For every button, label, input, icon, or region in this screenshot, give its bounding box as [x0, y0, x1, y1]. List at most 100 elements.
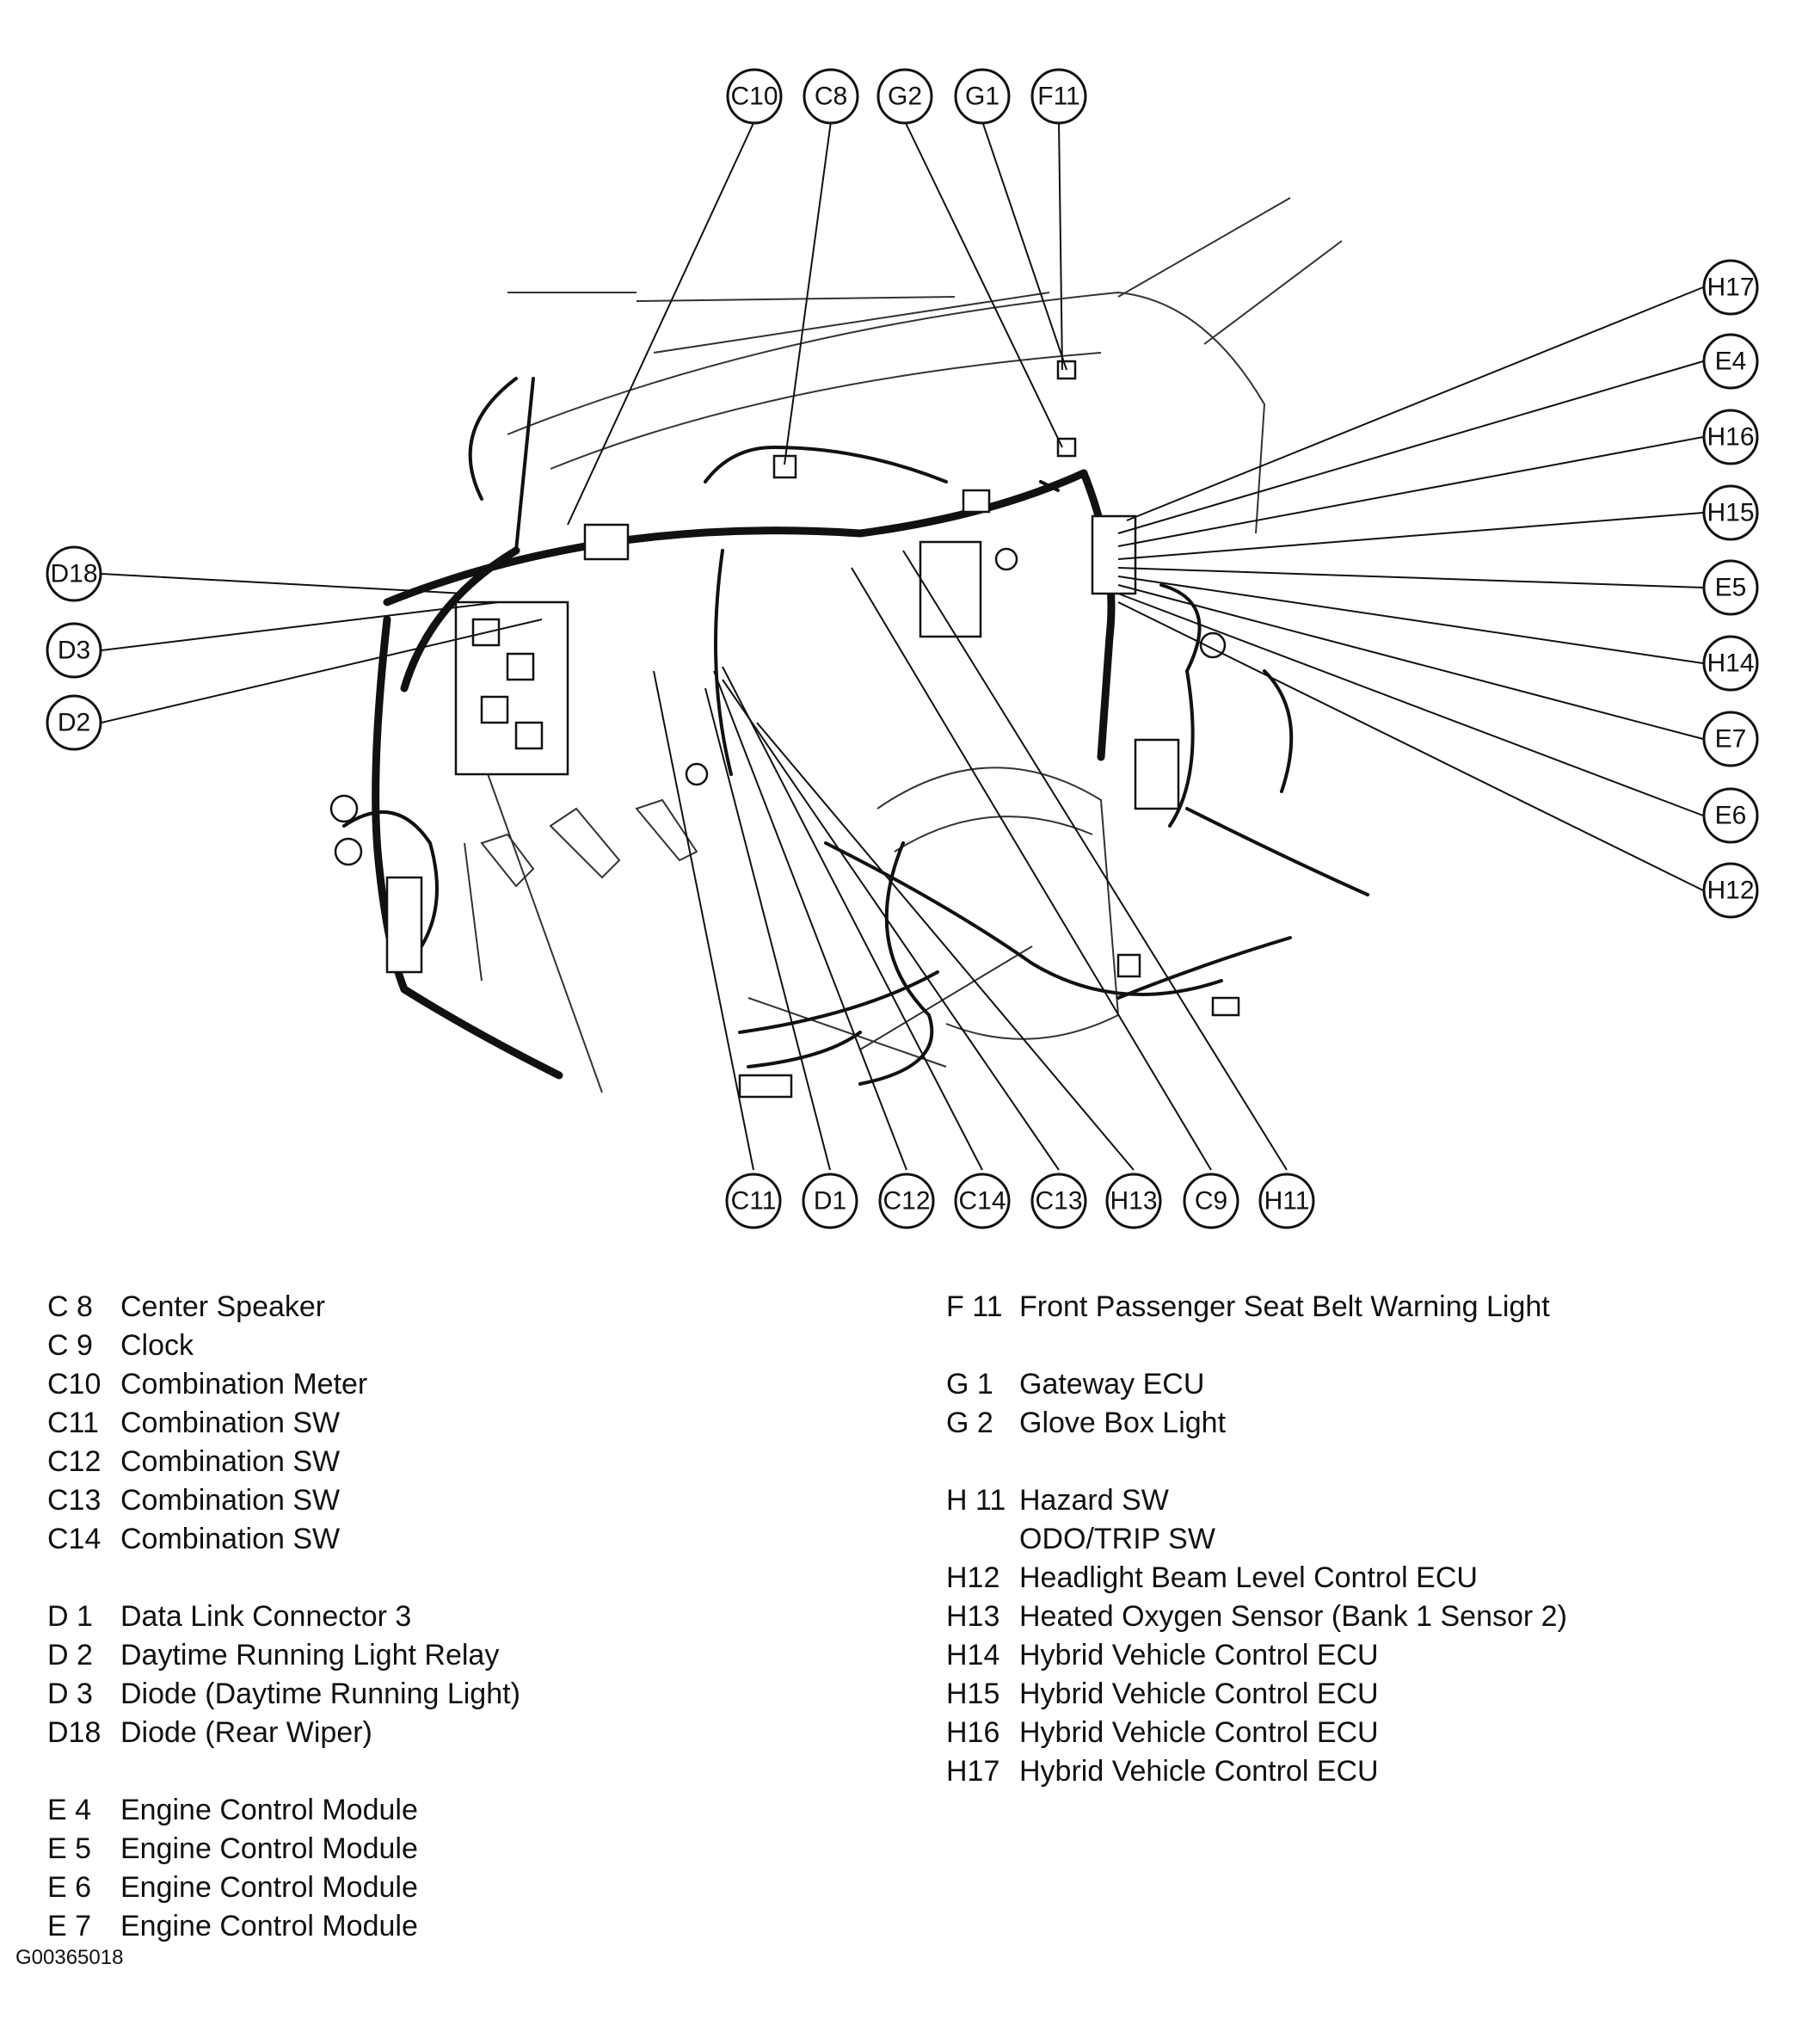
figure-id: G00365018: [15, 1946, 124, 1969]
legend-code: C10: [47, 1368, 101, 1401]
svg-text:C10: C10: [730, 83, 778, 111]
svg-text:C8: C8: [815, 83, 847, 111]
legend-entry: D 3 Diode (Daytime Running Light): [47, 1675, 520, 1714]
legend-entry: H12 Headlight Beam Level Control ECU: [946, 1559, 1567, 1598]
connector-blocks: [329, 360, 1240, 1099]
legend-entry: H14 Hybrid Vehicle Control ECU: [946, 1636, 1567, 1675]
legend-description: Combination SW: [120, 1484, 341, 1517]
svg-text:H15: H15: [1707, 499, 1754, 527]
svg-text:H13: H13: [1110, 1187, 1157, 1216]
svg-text:C13: C13: [1035, 1187, 1082, 1216]
svg-text:F11: F11: [1037, 83, 1079, 111]
callout-g2: G2: [876, 68, 933, 125]
legend-entry: C 9 Clock: [47, 1327, 520, 1365]
callout-c13: C13: [1030, 1173, 1087, 1229]
legend-description: Front Passenger Seat Belt Warning Light: [1019, 1290, 1550, 1323]
legend-code: E 4: [47, 1794, 92, 1826]
legend-code: C 9: [47, 1329, 93, 1362]
legend-description: Diode (Daytime Running Light): [120, 1678, 520, 1710]
svg-text:E4: E4: [1715, 348, 1747, 376]
callout-h16: H16: [1702, 409, 1759, 465]
legend-description: Diode (Rear Wiper): [120, 1716, 372, 1749]
legend-description: Combination Meter: [120, 1368, 368, 1401]
legend-description: Center Speaker: [120, 1290, 326, 1323]
svg-text:D2: D2: [58, 709, 90, 737]
main-harness: [342, 377, 1369, 1086]
legend-entry: E 5 Engine Control Module: [47, 1830, 520, 1869]
callout-c11: C11: [725, 1173, 782, 1229]
callout-e4: E4: [1702, 333, 1759, 390]
legend-code: H14: [946, 1639, 1000, 1672]
legend-code: E 7: [47, 1910, 92, 1942]
legend-spacer: [946, 1327, 1567, 1365]
legend-code: H17: [946, 1755, 1000, 1788]
callout-h15: H15: [1702, 484, 1759, 541]
legend-code: G 2: [946, 1407, 993, 1439]
legend-code: D18: [47, 1716, 101, 1749]
legend-code: H12: [946, 1561, 1000, 1594]
legend-right-column: F 11 Front Passenger Seat Belt Warning Li…: [946, 1288, 1567, 1791]
svg-text:D1: D1: [814, 1187, 846, 1216]
legend-entry: E 4 Engine Control Module: [47, 1791, 520, 1830]
legend-code: C13: [47, 1484, 101, 1517]
legend-description: Headlight Beam Level Control ECU: [1019, 1561, 1478, 1594]
legend-code: C 8: [47, 1290, 93, 1323]
callout-f11: F11: [1030, 68, 1087, 125]
legend-description: Combination SW: [120, 1407, 341, 1439]
callout-c10: C10: [726, 68, 783, 125]
wiring-harness-diagram: C10 C8 G2 G1 F11 D18 D3 D2 H17 E4 H16 H1…: [46, 68, 1759, 1229]
svg-text:C11: C11: [731, 1187, 777, 1216]
legend-entry: C13 Combination SW: [47, 1481, 520, 1520]
svg-text:G1: G1: [965, 83, 999, 111]
callout-e7: E7: [1702, 711, 1759, 767]
svg-text:G2: G2: [888, 83, 922, 111]
callout-d18: D18: [46, 545, 102, 602]
legend-description: Engine Control Module: [120, 1832, 418, 1865]
callout-c9: C9: [1183, 1173, 1239, 1229]
legend-description: Data Link Connector 3: [120, 1600, 412, 1633]
callout-d3: D3: [46, 622, 102, 679]
legend-description: Gateway ECU: [1019, 1368, 1205, 1401]
legend-code: H16: [946, 1716, 1000, 1749]
legend-code: [946, 1520, 1019, 1559]
svg-text:H17: H17: [1707, 274, 1754, 302]
legend-description: Heated Oxygen Sensor (Bank 1 Sensor 2): [1019, 1600, 1567, 1633]
legend-code: D 2: [47, 1639, 93, 1672]
legend-code: C14: [47, 1523, 101, 1555]
legend-code: E 5: [47, 1832, 92, 1865]
legend-description: Hybrid Vehicle Control ECU: [1019, 1639, 1379, 1672]
callout-h13: H13: [1105, 1173, 1162, 1229]
callout-h14: H14: [1702, 635, 1759, 692]
leader-lines: [101, 120, 1704, 1171]
legend-code: F 11: [946, 1290, 1003, 1323]
legend-code: E 6: [47, 1871, 92, 1904]
legend-code: H 11: [946, 1484, 1006, 1517]
legend-code: D 3: [47, 1678, 93, 1710]
svg-text:H11: H11: [1264, 1187, 1310, 1216]
legend-entry: C10 Combination Meter: [47, 1365, 520, 1404]
svg-text:C14: C14: [958, 1187, 1006, 1216]
legend-description: Combination SW: [120, 1445, 341, 1478]
legend-description: Engine Control Module: [120, 1794, 418, 1826]
legend-spacer: [47, 1752, 520, 1791]
svg-text:E5: E5: [1715, 574, 1747, 602]
legend-description: Clock: [120, 1329, 194, 1362]
legend-description: Hybrid Vehicle Control ECU: [1019, 1716, 1379, 1749]
callout-h12: H12: [1702, 862, 1759, 919]
legend-entry: F 11 Front Passenger Seat Belt Warning Li…: [946, 1288, 1567, 1327]
svg-text:E7: E7: [1715, 725, 1747, 754]
callout-c12: C12: [878, 1173, 935, 1229]
svg-text:C9: C9: [1195, 1187, 1227, 1216]
svg-text:D18: D18: [50, 560, 97, 588]
callout-e5: E5: [1702, 559, 1759, 616]
